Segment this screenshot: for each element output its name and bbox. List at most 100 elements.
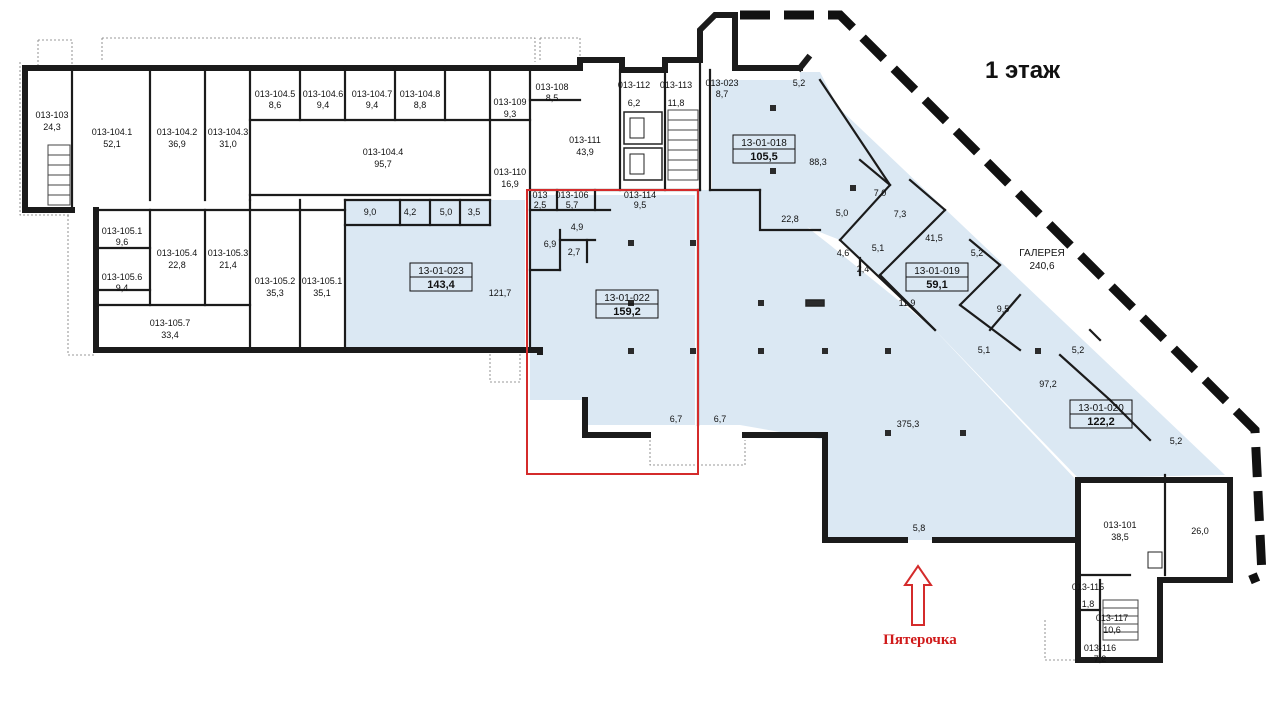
room-code: 013-104.7 — [352, 89, 393, 99]
room-code: 013-109 — [493, 97, 526, 107]
room-area: 9,4 — [317, 100, 330, 110]
unit-labels: 13-01-023 143,4 13-01-022 159,2 13-01-01… — [409, 134, 1133, 429]
unit-area: 59,1 — [926, 279, 947, 291]
room-area: 11,8 — [668, 98, 685, 108]
room-code: 013-105.7 — [150, 318, 191, 328]
room-area: 35,3 — [266, 288, 284, 298]
room-code: 013-104.5 — [255, 89, 296, 99]
room-area: 22,8 — [168, 260, 186, 270]
room-area: 33,4 — [161, 330, 179, 340]
area-value: 5,0 — [836, 208, 849, 218]
area-value: 9,5 — [997, 304, 1010, 314]
stairs — [47, 109, 1139, 641]
shop-label: Пятерочка — [883, 632, 957, 648]
room-code: 013-114 — [624, 190, 656, 200]
room-code: 013 — [532, 190, 547, 200]
room-area: 8,6 — [269, 100, 282, 110]
room-code: 013-106 — [555, 190, 588, 200]
room-code: 013-101 — [1103, 520, 1136, 530]
room-code: 013-117 — [1096, 613, 1128, 623]
room-area: 9,4 — [366, 100, 379, 110]
room-code: 013-105.1 — [102, 226, 143, 236]
area-value: 22,8 — [781, 214, 799, 224]
room-area: 36,9 — [168, 139, 186, 149]
room-area: 9,3 — [504, 109, 517, 119]
room-area: 5,7 — [566, 200, 579, 210]
area-value: 9,0 — [364, 207, 377, 217]
main-hall-fill — [698, 190, 1078, 540]
room-code: 013-105.4 — [157, 248, 198, 258]
room-area: 95,7 — [374, 159, 392, 169]
room-code: 013-112 — [618, 80, 650, 90]
area-value: 26,0 — [1191, 526, 1209, 536]
room-area: 9,5 — [634, 200, 647, 210]
room-code: 013-104.1 — [92, 127, 133, 137]
room-code: 013-023 — [705, 78, 738, 88]
unit-area: 122,2 — [1087, 416, 1115, 428]
room-code: 013-105.1 — [302, 276, 343, 286]
room-code: 013-104.4 — [363, 147, 404, 157]
area-value: 11,9 — [899, 298, 916, 308]
area-value: 4,2 — [404, 207, 417, 217]
room-area: 8,7 — [716, 89, 729, 99]
area-value: 5,2 — [1170, 436, 1183, 446]
room-code: 013-103 — [35, 110, 68, 120]
area-value: 2,4 — [857, 264, 870, 274]
room-code: 013-108 — [535, 82, 568, 92]
walls — [22, 12, 1233, 663]
room-area: 24,3 — [43, 122, 61, 132]
area-value: 5,8 — [913, 523, 926, 533]
area-value: 97,2 — [1039, 379, 1057, 389]
room-area: 31,0 — [219, 139, 237, 149]
room-area: 8,5 — [546, 93, 559, 103]
unit-code: 13-01-018 — [741, 138, 787, 149]
area-value: 2,7 — [568, 247, 581, 257]
selected-unit-highlight — [526, 189, 699, 475]
room-area: 9,4 — [116, 283, 129, 293]
room-code: 013-104.3 — [208, 127, 249, 137]
room-code: 013-110 — [494, 167, 526, 177]
room-area: 52,1 — [103, 139, 121, 149]
room-area: 16,9 — [501, 179, 519, 189]
unit-13-01-022-fill — [530, 195, 695, 425]
room-area: 2,5 — [534, 200, 547, 210]
area-value: 6,9 — [544, 239, 557, 249]
room-code: 013-104.2 — [157, 127, 198, 137]
unit-area: 159,2 — [613, 306, 641, 318]
room-area: 7,2 — [1094, 654, 1107, 664]
structural-columns — [628, 105, 1041, 436]
room-code: 013-113 — [660, 80, 692, 90]
area-value: 5,1 — [978, 345, 991, 355]
leasable-areas — [345, 72, 1225, 540]
room-code: 013-111 — [569, 135, 601, 145]
floor-title: 1 этаж — [985, 57, 1061, 84]
room-code: 013-104.8 — [400, 89, 441, 99]
room-code: 013-104.6 — [303, 89, 344, 99]
area-value: 5,2 — [1072, 345, 1085, 355]
area-value: 7,3 — [894, 209, 907, 219]
gallery-area: 240,6 — [1029, 261, 1054, 272]
area-value: 5,2 — [971, 248, 984, 258]
room-area: 9,6 — [116, 237, 129, 247]
unit-code: 13-01-022 — [604, 293, 650, 304]
gallery-label: ГАЛЕРЕЯ — [1019, 248, 1064, 259]
room-code: 013-105.6 — [102, 272, 143, 282]
unit-code: 13-01-019 — [914, 266, 960, 277]
room-area: 38,5 — [1111, 532, 1129, 542]
entrance-arrow-icon — [903, 564, 933, 626]
area-value: 5,1 — [872, 243, 885, 253]
area-value: 6,7 — [670, 414, 683, 424]
area-value: 4,9 — [571, 222, 584, 232]
area-value: 3,5 — [468, 207, 481, 217]
area-value: 88,3 — [809, 157, 827, 167]
room-code: 013-105.2 — [255, 276, 296, 286]
gallery-outline — [740, 10, 1267, 585]
area-value: 6,7 — [714, 414, 727, 424]
area-value: 375,3 — [897, 419, 920, 429]
room-code: 013-115 — [1072, 582, 1104, 592]
room-area: 8,8 — [414, 100, 427, 110]
area-labels: 9,0 4,2 5,0 3,5 121,7 6,9 4,9 2,7 6,7 6,… — [364, 78, 1209, 536]
room-area: 35,1 — [313, 288, 331, 298]
area-value: 7,0 — [874, 188, 887, 198]
